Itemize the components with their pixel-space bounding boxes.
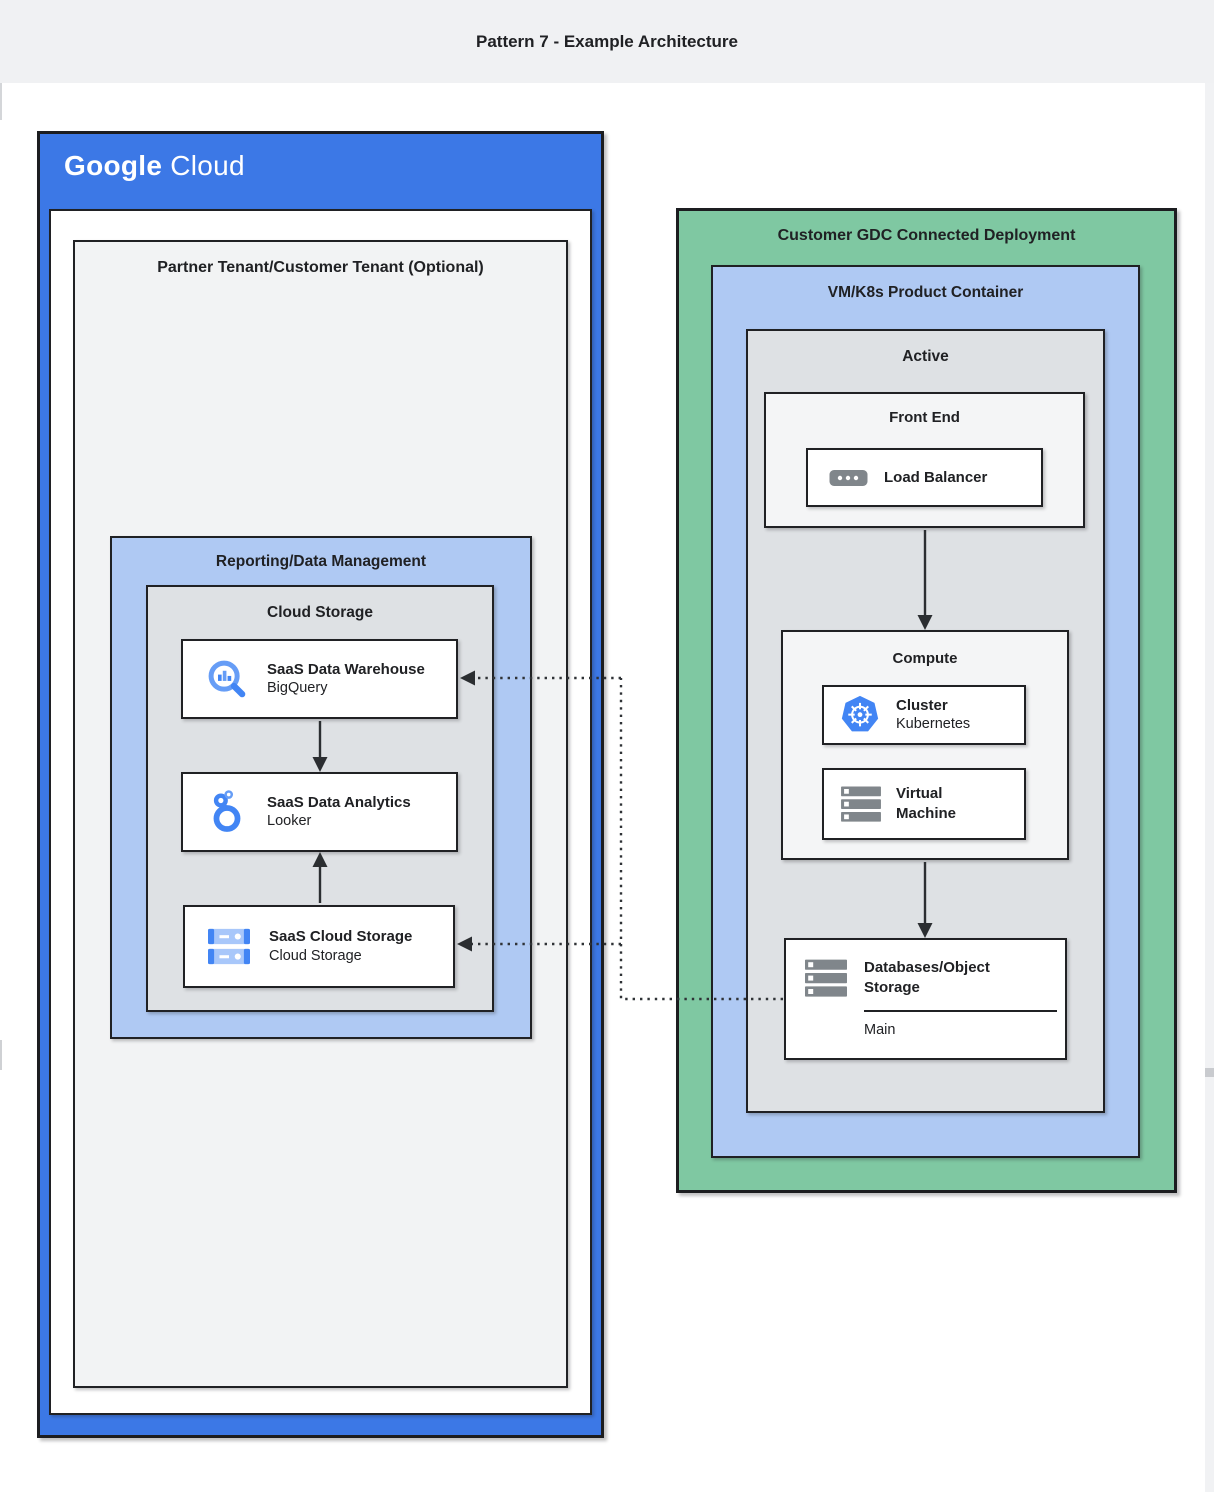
scroll-thumb (1205, 1068, 1214, 1077)
divider (864, 1009, 1057, 1012)
front-end-title: Front End (889, 409, 960, 426)
looker-icon (213, 790, 241, 832)
title-bar: Pattern 7 - Example Architecture (0, 0, 1214, 83)
node-virtual-machine: Virtual Machine (822, 768, 1026, 840)
vmk8s-container: VM/K8s Product Container Active Front En… (711, 265, 1140, 1158)
node-title: Cluster (896, 696, 948, 714)
node-text: Cluster Kubernetes (896, 696, 970, 735)
cloud-storage-title: Cloud Storage (267, 604, 373, 621)
node-saas-data-analytics: SaaS Data Analytics Looker (181, 772, 458, 852)
compute-container: Compute (781, 630, 1069, 860)
node-text: SaaS Data Analytics Looker (267, 793, 411, 832)
compute-title: Compute (892, 650, 958, 667)
kubernetes-icon (841, 695, 879, 732)
cloud-storage-container: Cloud Storage SaaS Data War (146, 585, 494, 1012)
node-title: SaaS Cloud Storage (269, 928, 413, 946)
page-title: Pattern 7 - Example Architecture (475, 31, 738, 51)
node-subtitle: Looker (267, 813, 312, 830)
node-text: Databases/Object Storage Main (864, 958, 1065, 1040)
load-balancer-icon (829, 469, 868, 486)
node-saas-data-warehouse: SaaS Data Warehouse BigQuery (181, 639, 458, 719)
node-title: SaaS Data Warehouse (267, 660, 425, 678)
node-subtitle: BigQuery (267, 680, 328, 697)
node-text: SaaS Data Warehouse BigQuery (267, 660, 425, 699)
node-title: Load Balancer (884, 468, 988, 486)
logo-cloud-text: Cloud (170, 150, 245, 181)
virtual-machine-icon (841, 786, 881, 822)
bigquery-icon (208, 660, 246, 698)
node-sub-label: Main (864, 1021, 896, 1038)
node-title: SaaS Data Analytics (267, 793, 411, 811)
active-title: Active (902, 348, 949, 365)
reporting-container: Reporting/Data Management Cloud Storage (110, 536, 532, 1039)
scroll-gutter (1205, 83, 1214, 1492)
reporting-title: Reporting/Data Management (215, 553, 427, 570)
partner-tenant-container: Partner Tenant/Customer Tenant (Optional… (73, 240, 568, 1388)
cloud-storage-icon (208, 928, 250, 964)
server-stack-icon (805, 959, 847, 997)
active-container: Active Front End Load Balancer (746, 329, 1105, 1113)
node-text: SaaS Cloud Storage Cloud Storage (269, 927, 412, 966)
node-subtitle: Kubernetes (896, 716, 971, 733)
node-title: Virtual Machine (896, 785, 957, 822)
node-cluster: Cluster Kubernetes (822, 685, 1026, 745)
front-end-container: Front End Load Balancer (764, 392, 1085, 528)
vmk8s-title: VM/K8s Product Container (827, 284, 1024, 301)
node-databases-object-storage: Databases/Object Storage Main (784, 938, 1067, 1060)
partner-tenant-title: Partner Tenant/Customer Tenant (Optional… (157, 259, 484, 276)
node-saas-cloud-storage: SaaS Cloud Storage Cloud Storage (183, 905, 455, 988)
logo-google-text: Google (64, 150, 163, 181)
node-subtitle: Cloud Storage (269, 947, 362, 964)
node-title: Databases/Object Storage (864, 959, 990, 996)
gdc-title: Customer GDC Connected Deployment (777, 227, 1076, 244)
gdc-container: Customer GDC Connected Deployment VM/K8s… (676, 208, 1177, 1193)
google-cloud-inner-panel: Partner Tenant/Customer Tenant (Optional… (49, 209, 592, 1415)
page-edge-mark (0, 1040, 2, 1070)
node-load-balancer: Load Balancer (806, 448, 1043, 507)
